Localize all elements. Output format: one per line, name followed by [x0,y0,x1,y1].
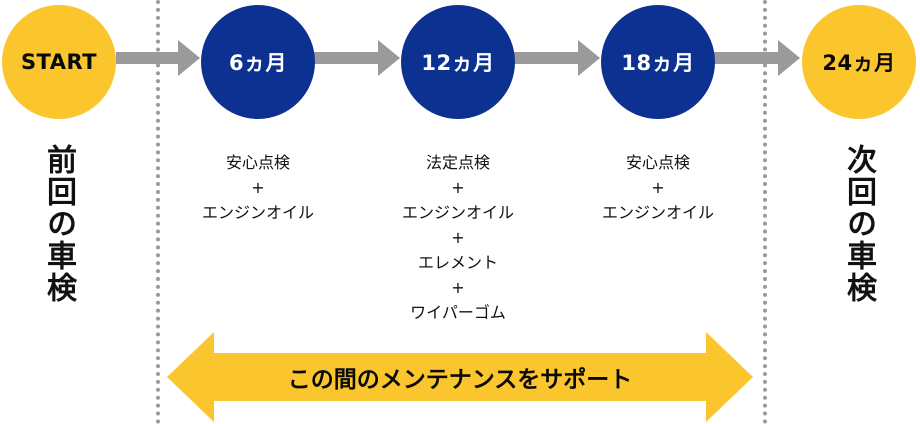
milestone-6-circle: 6ヵ月 [201,5,315,119]
start-circle: START [2,5,116,119]
milestone-6-item: + [251,178,265,197]
milestone-12-item: + [451,178,465,197]
milestone-18-label: 18ヵ月 [621,51,695,75]
milestone-18-item: エンジンオイル [601,203,714,222]
milestone-18-circle: 18ヵ月 [601,5,715,119]
milestone-12-item: 法定点検 [425,153,490,172]
milestone-12-circle: 12ヵ月 [401,5,515,119]
milestone-6-label: 6ヵ月 [228,51,288,75]
divider-left [156,0,160,424]
divider-right [763,0,767,424]
start-caption: 前回の車検 [41,144,76,304]
end-circle: 24ヵ月 [802,5,916,119]
milestone-12-label: 12ヵ月 [421,51,495,75]
milestone-6-item: エンジンオイル [201,203,314,222]
arrowhead-3 [578,40,600,76]
milestone-12-item: ワイパーゴム [410,303,506,322]
connector-4 [714,52,780,64]
connector-2 [314,52,380,64]
end-caption: 次回の車検 [841,144,876,304]
milestone-6-items: 安心点検 + エンジンオイル [173,150,343,225]
connector-1 [116,52,180,64]
start-label: START [20,50,98,74]
milestone-18-item: + [651,178,665,197]
arrowhead-2 [378,40,400,76]
milestone-12-item: エレメント [417,253,498,272]
milestone-12-item: + [451,278,465,297]
arrowhead-1 [178,40,200,76]
end-label: 24ヵ月 [822,51,896,75]
milestone-12-item: + [451,228,465,247]
milestone-12-item: エンジンオイル [401,203,514,222]
arrowhead-4 [778,40,800,76]
connector-3 [514,52,580,64]
support-banner-text: この間のメンテナンスをサポート [287,367,633,393]
milestone-6-item: 安心点検 [225,153,290,172]
milestone-18-item: 安心点検 [625,153,690,172]
milestone-12-items: 法定点検 + エンジンオイル + エレメント + ワイパーゴム [373,150,543,325]
milestone-18-items: 安心点検 + エンジンオイル [573,150,743,225]
